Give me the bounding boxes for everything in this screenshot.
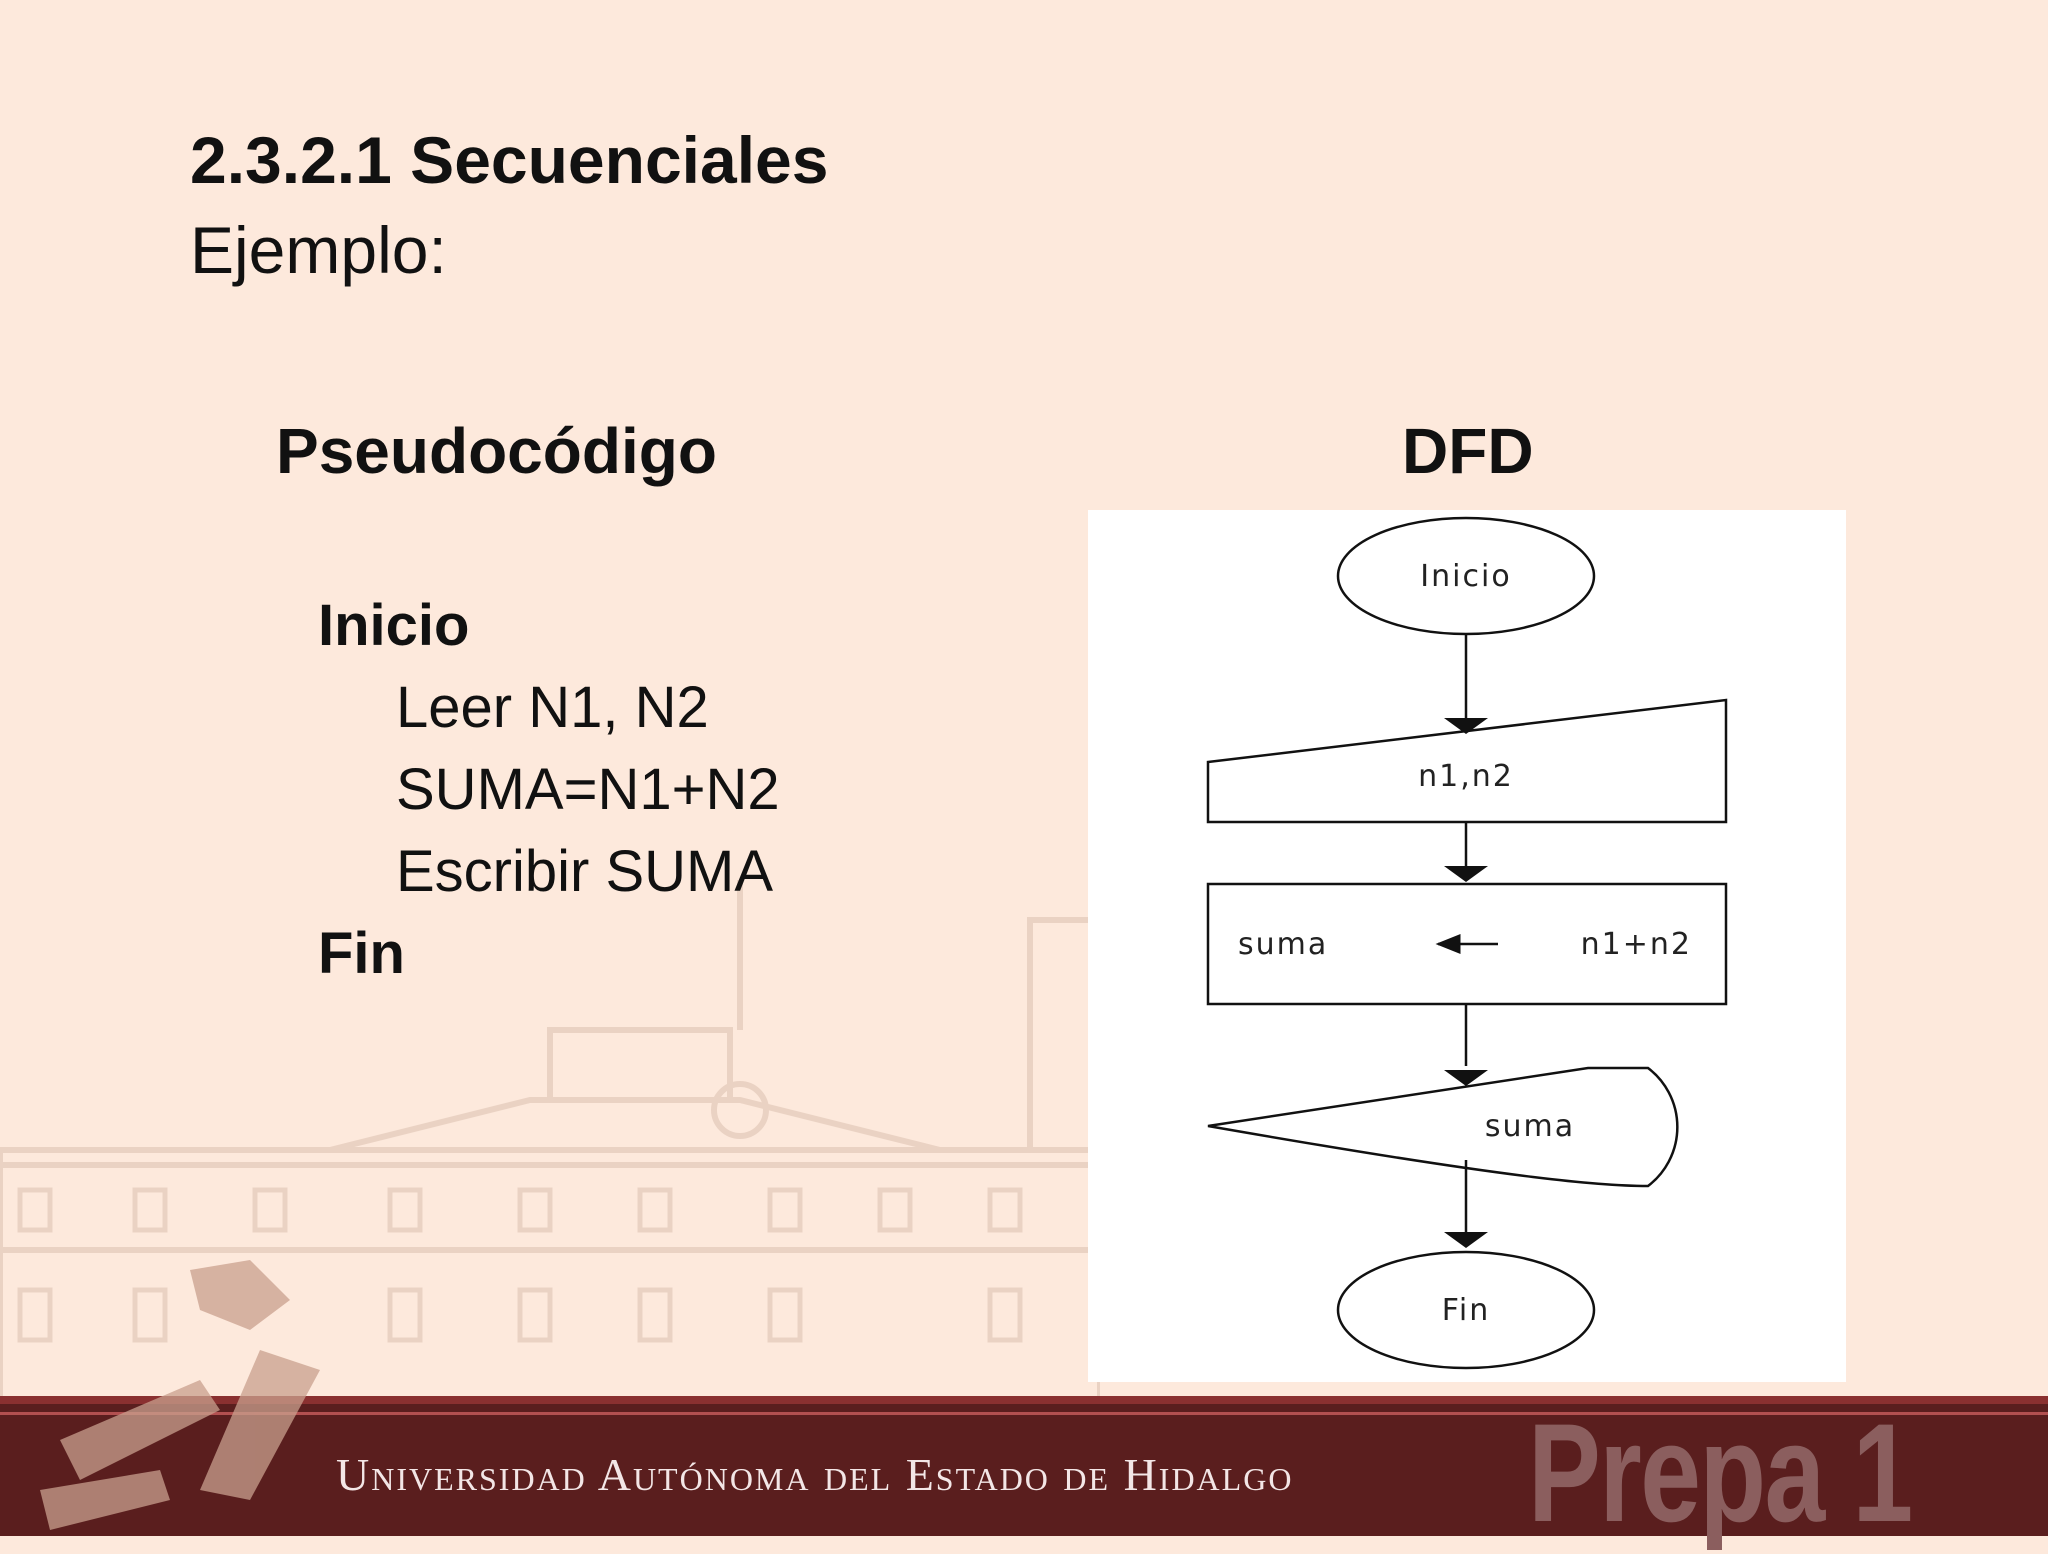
pseudocode-line: Escribir SUMA [396,839,774,904]
pseudocode-heading: Pseudocódigo [276,415,717,487]
output-label: suma [1485,1109,1575,1144]
start-label: Inicio [1420,559,1511,594]
arrowhead [1444,1232,1488,1248]
flowchart: Inicio n1,n2 suma n1+n2 suma Fin [1206,516,1728,1370]
pseudocode-line: Leer N1, N2 [396,675,709,740]
end-label: Fin [1442,1293,1490,1328]
dfd-heading: DFD [1402,415,1534,487]
pseudocode-line: SUMA=N1+N2 [396,757,780,822]
process-left-label: suma [1238,927,1328,962]
end-terminal [1336,1250,1596,1370]
university-logo-icon [40,1260,320,1530]
footer-stripe [0,1396,2048,1404]
slide-title: 2.3.2.1 Secuenciales [190,123,829,197]
arrowhead [1444,1070,1488,1086]
output-shape [1207,1066,1679,1188]
input-label: n1,n2 [1418,759,1514,794]
window-row [17,1187,1023,1343]
arrowhead [1444,866,1488,882]
pseudocode-line: Fin [318,921,405,986]
footer-band [0,1396,2048,1536]
process-right-label: n1+n2 [1581,927,1692,962]
building-watermark [0,880,1100,1400]
input-shape [1206,698,1728,824]
arrowhead [1444,718,1488,734]
footer-stripe [0,1412,2048,1415]
prepa-brand: Prepa 1 [1528,1394,1913,1551]
university-name: Universidad Autónoma del Estado de Hidal… [336,1449,1294,1500]
pseudocode-line: Inicio [318,593,470,658]
flowchart-panel: Inicio n1,n2 suma n1+n2 suma Fin [1088,510,1846,1382]
slide-subtitle: Ejemplo: [190,213,447,287]
